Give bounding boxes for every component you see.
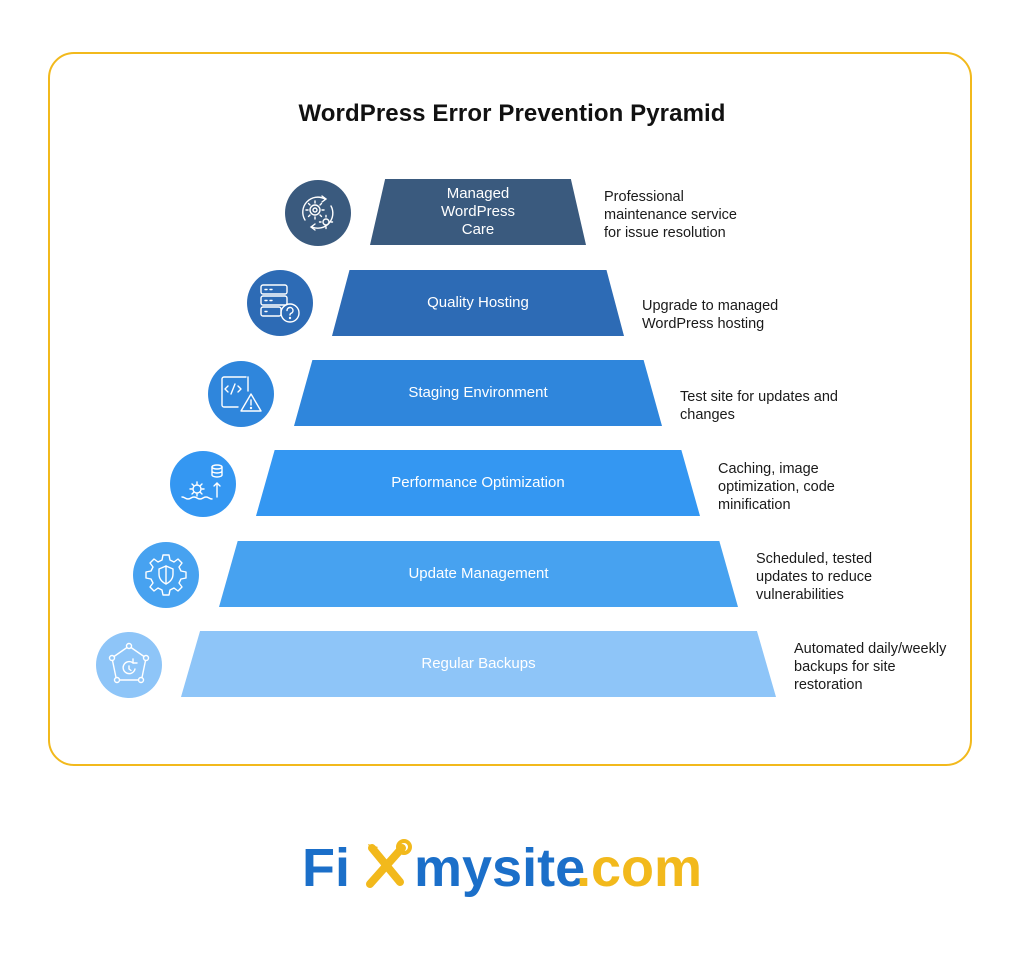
logo-part3: .com	[576, 838, 702, 898]
logo-mark: Fi mysite .com	[302, 838, 702, 898]
diagram-card	[48, 52, 972, 766]
fixmysite-logo: Fi mysite .com	[0, 828, 1024, 908]
logo-part2: mysite	[414, 838, 585, 898]
diagram-title: WordPress Error Prevention Pyramid	[298, 100, 726, 127]
logo-part1: Fi	[302, 838, 350, 898]
tools-x-icon	[366, 839, 412, 888]
